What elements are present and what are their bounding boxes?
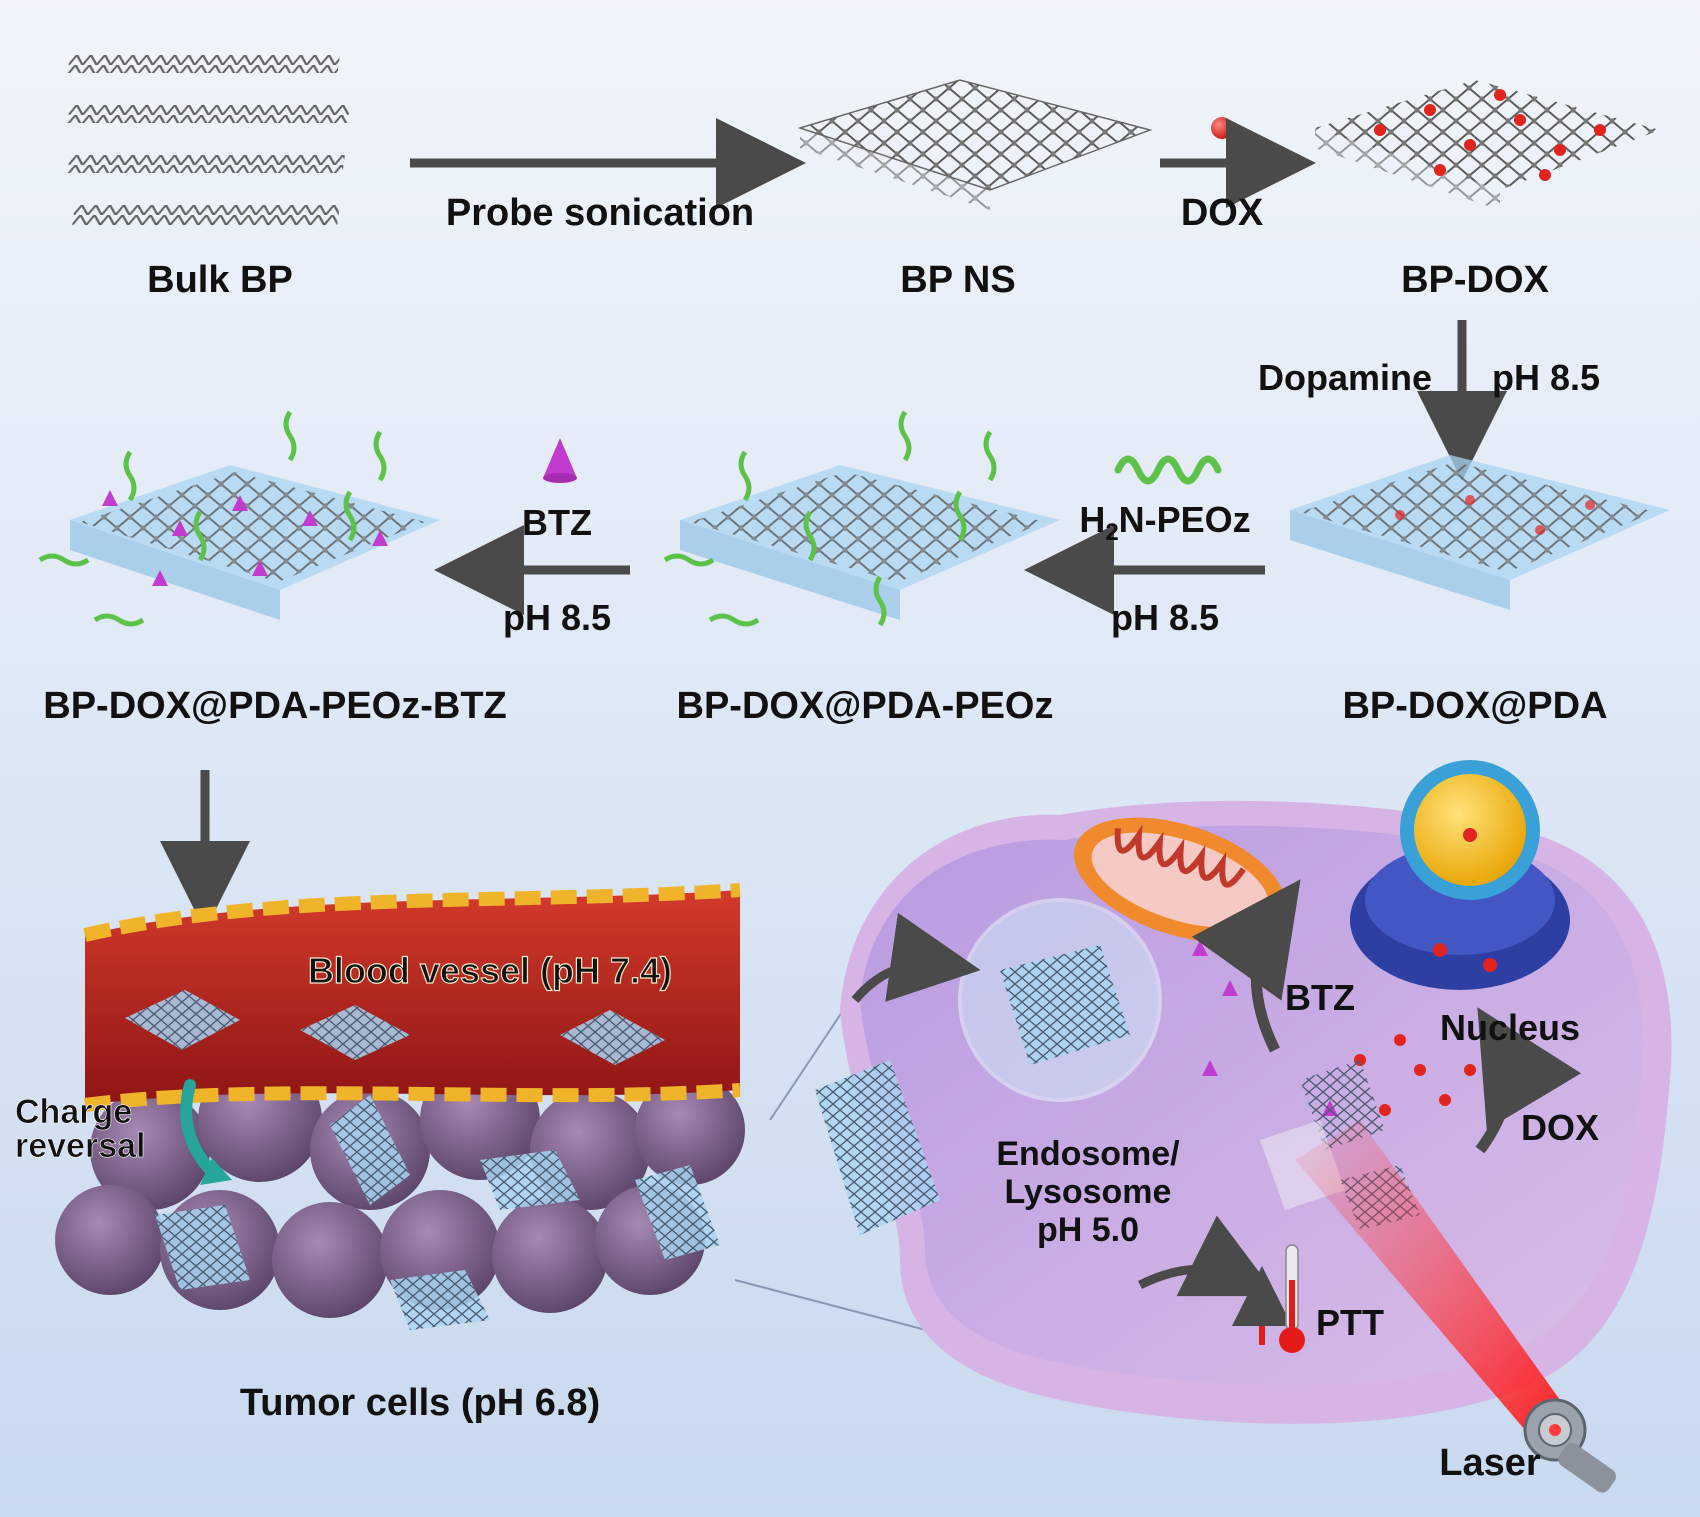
bp-dox-pda-peoz-label: BP-DOX@PDA-PEOz bbox=[677, 685, 1054, 727]
h2n-peoz-label: H2N-PEOz bbox=[1079, 499, 1250, 546]
tumor-nanosheets bbox=[155, 1095, 720, 1330]
btz-cell-label: BTZ bbox=[1285, 977, 1355, 1018]
bp-dox-label: BP-DOX bbox=[1401, 259, 1549, 301]
bp-ns-label: BP NS bbox=[900, 259, 1015, 301]
laser-beam bbox=[1295, 1120, 1560, 1430]
btz-to-mitochondria-arrow bbox=[1191, 879, 1301, 1053]
bp-dox-pda-peoz-sheet bbox=[663, 410, 1060, 627]
dox-to-nucleus-arrow bbox=[1475, 1007, 1582, 1154]
blood-vessel bbox=[83, 883, 741, 1112]
charge-reversal-label-line1: Charge bbox=[15, 1093, 132, 1131]
probe-sonication-label: Probe sonication bbox=[446, 192, 754, 234]
zoom-line-bottom bbox=[734, 1279, 946, 1336]
dopamine-label: Dopamine bbox=[1258, 357, 1432, 398]
laser-device-icon bbox=[1523, 1398, 1617, 1493]
ptt-label: PTT bbox=[1316, 1302, 1384, 1343]
bp-dox-pda-label: BP-DOX@PDA bbox=[1342, 685, 1607, 727]
endosome-label-line2: Lysosome bbox=[1005, 1173, 1172, 1211]
bp-dox-pda-peoz-btz-label: BP-DOX@PDA-PEOz-BTZ bbox=[43, 685, 507, 727]
laser-label: Laser bbox=[1439, 1442, 1541, 1484]
dox-step-label: DOX bbox=[1181, 192, 1264, 234]
ph-85-dopamine-label: pH 8.5 bbox=[1492, 357, 1600, 398]
zoom-line-top bbox=[769, 999, 851, 1121]
btz-step-label: BTZ bbox=[522, 502, 592, 543]
btz-cone-icon bbox=[543, 438, 577, 478]
endosome-label-line3: pH 5.0 bbox=[1037, 1211, 1139, 1249]
endosome bbox=[958, 898, 1162, 1102]
bulk-bp-layers bbox=[67, 55, 350, 225]
endosome-label-line1: Endosome/ bbox=[996, 1135, 1180, 1173]
charge-reversal-label-line2: reversal bbox=[15, 1127, 145, 1165]
nucleus-label: Nucleus bbox=[1440, 1007, 1580, 1048]
tumor-cells-label: Tumor cells (pH 6.8) bbox=[240, 1382, 600, 1424]
peoz-chain-icon bbox=[1114, 455, 1222, 485]
bp-dox-pda-peoz-btz-sheet bbox=[38, 410, 440, 627]
nucleus bbox=[1350, 760, 1570, 990]
ph-85-peoz-label: pH 8.5 bbox=[1111, 597, 1219, 638]
entering-nanosheet bbox=[815, 1060, 940, 1235]
dox-cell-label: DOX bbox=[1521, 1107, 1599, 1148]
dox-molecule-icon bbox=[1211, 117, 1233, 139]
bp-dox-sheet bbox=[1315, 80, 1660, 210]
btz-cone-base bbox=[543, 473, 577, 483]
charge-reversal-arrow bbox=[180, 1079, 221, 1181]
thermometer-icon bbox=[1279, 1244, 1305, 1353]
bp-dox-pda-sheet bbox=[1290, 455, 1670, 610]
bulk-bp-label: Bulk BP bbox=[147, 259, 293, 301]
endocytosis-arrow bbox=[851, 912, 981, 1003]
ph-85-btz-label: pH 8.5 bbox=[503, 597, 611, 638]
blood-vessel-label: Blood vessel (pH 7.4) bbox=[308, 950, 672, 991]
